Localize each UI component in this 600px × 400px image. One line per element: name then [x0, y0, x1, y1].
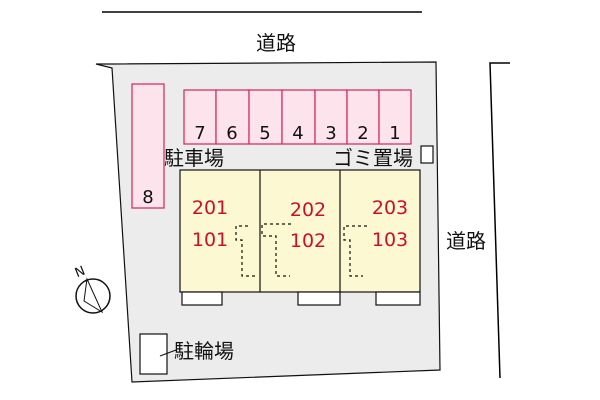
parking-spot-8-label: 8 — [142, 187, 153, 208]
bicycle-leader-line — [159, 349, 177, 357]
compass: N — [73, 264, 111, 314]
parking-row: 7 6 5 4 3 2 1 — [183, 89, 412, 145]
unit-101-label: 101 — [192, 229, 228, 251]
bicycle-parking-box — [139, 333, 168, 375]
building-outline — [179, 169, 421, 293]
right-road-label: 道路 — [446, 229, 486, 253]
parking-spot-4-label: 4 — [292, 123, 303, 144]
stair-outline-3 — [343, 225, 367, 277]
parking-spot-3-label: 3 — [325, 123, 336, 144]
parking-spot-1-label: 1 — [389, 123, 400, 144]
entry-step-3 — [375, 291, 421, 306]
parking-spot-6-label: 6 — [226, 123, 237, 144]
compass-needle-light — [83, 277, 104, 314]
unit-103-label: 103 — [372, 229, 408, 251]
unit-203-label: 203 — [372, 197, 408, 219]
unit-102-label: 102 — [290, 230, 326, 252]
parking-spot-5 — [248, 89, 283, 145]
garbage-box — [420, 145, 434, 164]
apartment-building: 201 101 202 102 203 103 — [179, 169, 421, 293]
parking-spot-2-label: 2 — [357, 123, 368, 144]
compass-north-icon: N — [73, 264, 88, 282]
right-road-line — [489, 62, 510, 379]
top-road-label: 道路 — [256, 31, 296, 55]
bicycle-label: 駐輪場 — [174, 339, 234, 363]
entry-step-1 — [181, 291, 223, 306]
unit-202-label: 202 — [290, 199, 326, 221]
parking-spot-7 — [183, 89, 217, 145]
entry-step-2 — [297, 291, 341, 306]
stair-outline-2 — [261, 223, 291, 277]
parking-spot-1 — [378, 89, 412, 145]
parking-spot-7-label: 7 — [194, 123, 205, 144]
garbage-label: ゴミ置場 — [333, 146, 413, 170]
parking-spot-5-label: 5 — [259, 123, 270, 144]
parking-label: 駐車場 — [164, 146, 224, 170]
unit-201-label: 201 — [192, 197, 228, 219]
parking-spot-8 — [131, 83, 165, 209]
parking-spot-6 — [215, 89, 250, 145]
